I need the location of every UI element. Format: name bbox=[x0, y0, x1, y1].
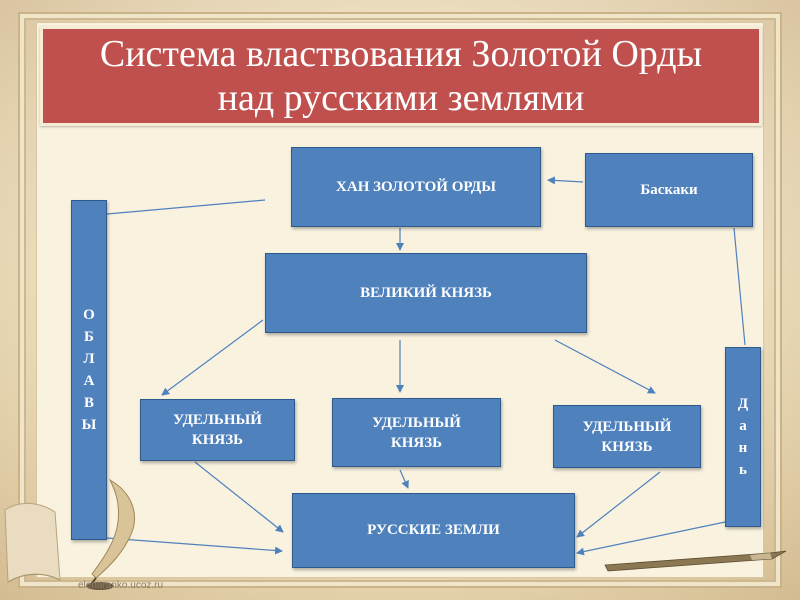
line-baskaki-to-dan bbox=[733, 227, 746, 346]
appanage-prince-left-box: УДЕЛЬНЫЙ КНЯЗЬ bbox=[140, 399, 295, 461]
arrow-grand-prince-to-right-appanage bbox=[554, 339, 656, 394]
watermark: elenaranko.ucoz.ru bbox=[78, 580, 164, 591]
title-line-2: над русскими землями bbox=[217, 77, 585, 119]
khan-label: ХАН ЗОЛОТОЙ ОРДЫ bbox=[336, 178, 496, 195]
quill-and-scroll-illustration bbox=[4, 478, 136, 590]
appanage-right-line-1: УДЕЛЬНЫЙ bbox=[582, 418, 672, 435]
oblavy-box: О Б Л А В Ы bbox=[71, 200, 107, 540]
appanage-prince-center-box: УДЕЛЬНЫЙ КНЯЗЬ bbox=[332, 398, 501, 467]
oblavy-letter: Л bbox=[83, 351, 95, 367]
grand-prince-label: ВЕЛИКИЙ КНЯЗЬ bbox=[360, 284, 492, 301]
grand-prince-box: ВЕЛИКИЙ КНЯЗЬ bbox=[265, 253, 587, 333]
title-line-1: Система властвования Золотой Орды bbox=[99, 33, 703, 75]
slide-title: Система властвования Золотой Орды над ру… bbox=[40, 26, 762, 126]
khan-box: ХАН ЗОЛОТОЙ ОРДЫ bbox=[291, 147, 541, 227]
dan-letter: Д bbox=[737, 396, 749, 412]
baskaki-label: Баскаки bbox=[640, 181, 698, 198]
appanage-center-line-1: УДЕЛЬНЫЙ bbox=[372, 414, 461, 431]
arrow-dan-to-lands bbox=[576, 521, 726, 556]
arrow-baskaki-to-khan bbox=[547, 176, 584, 185]
russian-lands-box: РУССКИЕ ЗЕМЛИ bbox=[292, 493, 575, 568]
oblavy-letter: А bbox=[83, 373, 95, 389]
baskaki-box: Баскаки bbox=[585, 153, 753, 227]
appanage-center-line-2: КНЯЗЬ bbox=[390, 434, 443, 451]
arrow-left-appanage-to-lands bbox=[194, 461, 284, 533]
oblavy-letter: Ы bbox=[81, 417, 97, 433]
arrow-center-appanage-to-lands bbox=[399, 469, 409, 489]
appanage-left-line-2: КНЯЗЬ bbox=[191, 432, 244, 448]
appanage-right-line-2: КНЯЗЬ bbox=[601, 438, 653, 455]
oblavy-letter: Б bbox=[84, 329, 94, 345]
dan-letter: н bbox=[738, 440, 748, 456]
arrow-grand-prince-to-left-appanage bbox=[161, 319, 264, 396]
pen-illustration bbox=[604, 550, 787, 572]
oblavy-letter: В bbox=[83, 395, 94, 411]
dan-letter: ь bbox=[739, 462, 747, 478]
dan-letter: а bbox=[739, 418, 747, 434]
line-khan-to-oblavy bbox=[106, 199, 266, 215]
appanage-left-line-1: УДЕЛЬНЫЙ bbox=[173, 412, 262, 428]
dan-box: Д а н ь bbox=[725, 347, 761, 527]
arrow-right-appanage-to-lands bbox=[576, 471, 661, 538]
decorative-frame bbox=[18, 12, 782, 588]
russian-lands-label: РУССКИЕ ЗЕМЛИ bbox=[367, 522, 500, 538]
appanage-prince-right-box: УДЕЛЬНЫЙ КНЯЗЬ bbox=[553, 405, 701, 468]
arrow-oblavy-to-lands bbox=[106, 537, 283, 555]
oblavy-letter: О bbox=[83, 307, 95, 323]
